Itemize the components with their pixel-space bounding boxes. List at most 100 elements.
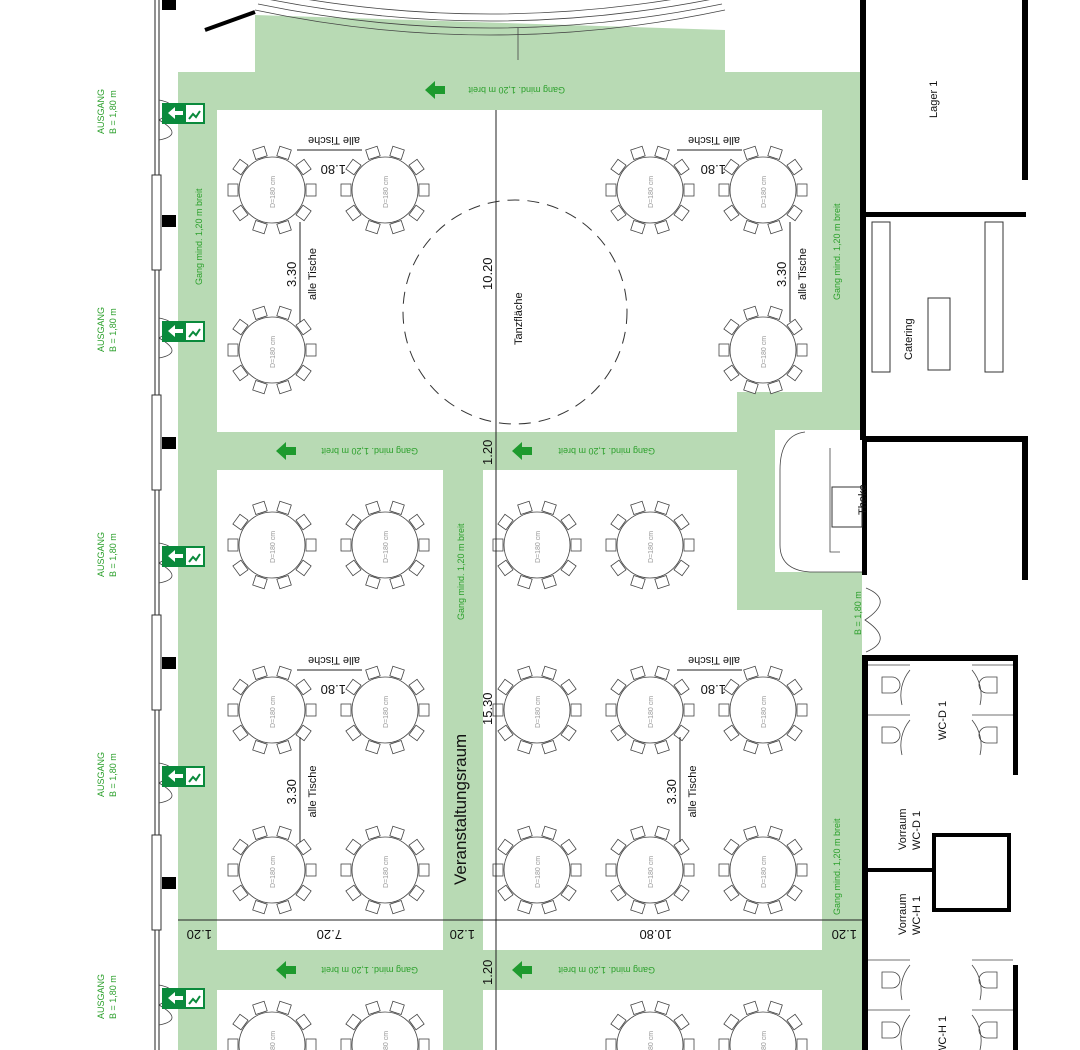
svg-text:alle Tische: alle Tische [688,134,740,146]
aisle-label: Gang mind. 1,20 m breit [558,446,655,456]
exit-label: AUSGANG [96,974,106,1019]
aisle-label: Gang mind. 1,20 m breit [194,188,204,285]
exit-sign-icon [162,766,205,787]
side-exit-width: B = 1,80 m [853,591,863,635]
table-spacing-dims: 1.80 alle Tische 1.80 alle Tische 1.80 alle T… [284,134,809,842]
arrow-left-icon [276,442,296,460]
anteroom-men-label: Vorraum [897,893,909,935]
table-size-label: D=180 cm [383,531,390,563]
stage [204,0,726,60]
svg-text:alle Tische: alle Tische [308,654,360,666]
round-table: D=180 cm [340,825,430,915]
round-table: D=180 cm [718,665,808,755]
table-size-label: D=180 cm [648,531,655,563]
storage-label: Lager 1 [928,81,940,118]
table-size-label: D=180 cm [270,531,277,563]
exit-width: B = 1,80 m [108,308,118,352]
table-size-label: D=180 cm [761,1031,768,1050]
table-size-label: D=180 cm [535,856,542,888]
svg-text:3.30: 3.30 [774,262,789,287]
round-table: D=180 cm [605,145,695,235]
svg-text:1.20: 1.20 [832,927,857,942]
exit-sign-icon [162,321,205,342]
round-table: D=180 cm [718,825,808,915]
table-size-label: D=180 cm [761,856,768,888]
catering-label: Catering [903,318,915,360]
round-table: D=180 cm [605,1000,695,1050]
aisle-label: Gang mind. 1,20 m breit [832,818,842,915]
wc-stalls [868,664,1013,1050]
aisle-label: Gang mind. 1,20 m breit [832,203,842,300]
table-size-label: D=180 cm [383,696,390,728]
svg-text:10.80: 10.80 [639,927,672,942]
svg-text:1.80: 1.80 [321,682,346,697]
aisle-label: Gang mind. 1,20 m breit [558,965,655,975]
svg-text:1.80: 1.80 [701,162,726,177]
round-table: D=180 cm [492,500,582,590]
round-table: D=180 cm [718,1000,808,1050]
svg-text:alle Tische: alle Tische [307,766,319,818]
hall-label: Veranstaltungsraum [451,734,470,885]
left-wall [151,0,176,1050]
aisle-label: Gang mind. 1,20 m breit [321,446,418,456]
anteroom-women-sub: WC-D 1 [911,811,923,850]
table-size-label: D=180 cm [648,1031,655,1050]
svg-text:1.20: 1.20 [450,927,475,942]
table-size-label: D=180 cm [270,696,277,728]
arrow-left-icon [425,81,445,99]
svg-text:1.20: 1.20 [480,440,495,465]
exit-sign-icon [162,988,205,1009]
bar-label: Theke [857,484,869,515]
table-size-label: D=180 cm [270,176,277,208]
table-size-label: D=180 cm [648,696,655,728]
svg-text:3.30: 3.30 [664,779,679,804]
round-table: D=180 cm [227,305,317,395]
exit-width: B = 1,80 m [108,533,118,577]
svg-text:3.30: 3.30 [284,262,299,287]
svg-text:1.80: 1.80 [701,682,726,697]
round-table: D=180 cm [340,145,430,235]
exit-label: AUSGANG [96,532,106,577]
anteroom-women-label: Vorraum [897,808,909,850]
table-size-label: D=180 cm [648,856,655,888]
round-table: D=180 cm [605,665,695,755]
svg-text:15.30: 15.30 [480,692,495,725]
svg-text:alle Tische: alle Tische [797,248,809,300]
table-size-label: D=180 cm [270,1031,277,1050]
round-table: D=180 cm [227,145,317,235]
svg-text:alle Tische: alle Tische [688,654,740,666]
round-table: D=180 cm [340,1000,430,1050]
exit-width: B = 1,80 m [108,753,118,797]
table-size-label: D=180 cm [761,336,768,368]
aisle-label: Gang mind. 1,20 m breit [321,965,418,975]
round-table: D=180 cm [340,500,430,590]
svg-text:7.20: 7.20 [317,927,342,942]
svg-text:10.20: 10.20 [480,257,495,290]
svg-text:alle Tische: alle Tische [307,248,319,300]
anteroom-men-sub: WC-H 1 [911,896,923,935]
dimensions: 10.20 1.20 15.30 1.20 1.20 7.20 1.20 10.… [178,110,862,1050]
wc-men-label: WC-H 1 [937,1016,949,1050]
table-size-label: D=180 cm [270,336,277,368]
wc-women-label: WC-D 1 [937,701,949,740]
table-size-label: D=180 cm [761,696,768,728]
svg-text:alle Tische: alle Tische [687,766,699,818]
round-table: D=180 cm [718,145,808,235]
exit-width: B = 1,80 m [108,975,118,1019]
arrow-left-icon [512,442,532,460]
svg-text:1.20: 1.20 [187,927,212,942]
round-table: D=180 cm [492,665,582,755]
svg-text:1.20: 1.20 [480,960,495,985]
table-size-label: D=180 cm [535,696,542,728]
svg-text:3.30: 3.30 [284,779,299,804]
aisle-label: Gang mind. 1,20 m breit [456,523,466,620]
round-table: D=180 cm [227,1000,317,1050]
round-table: D=180 cm [605,825,695,915]
